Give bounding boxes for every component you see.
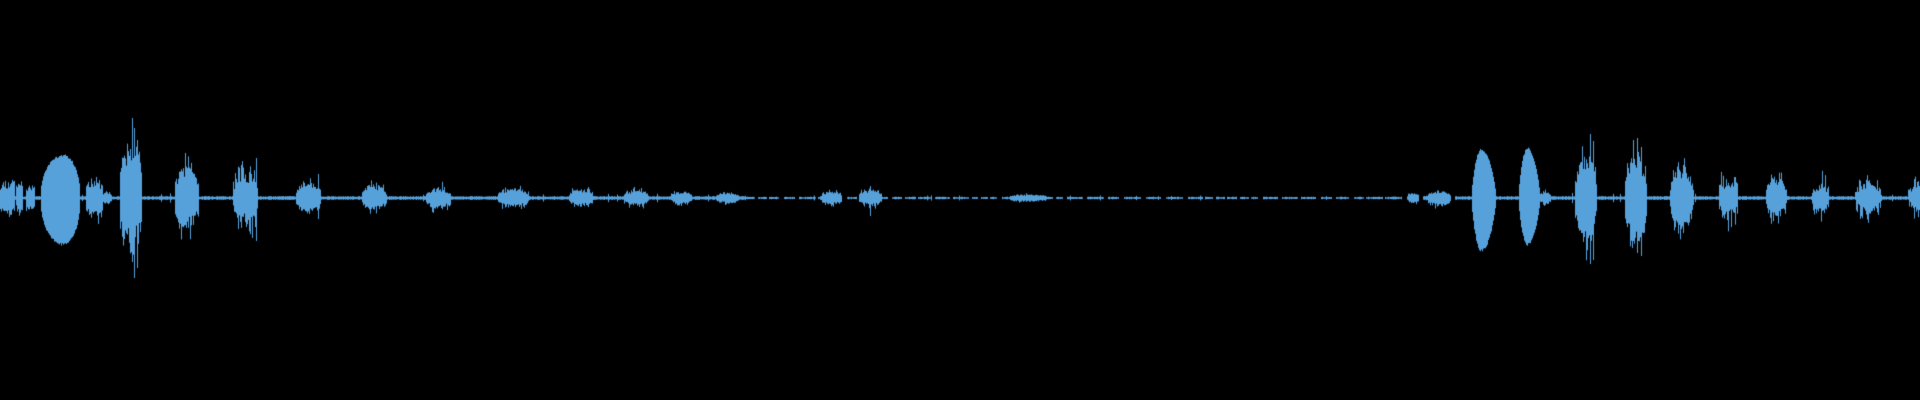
audio-waveform-plot [0,0,1920,400]
waveform-figure [0,0,1920,400]
